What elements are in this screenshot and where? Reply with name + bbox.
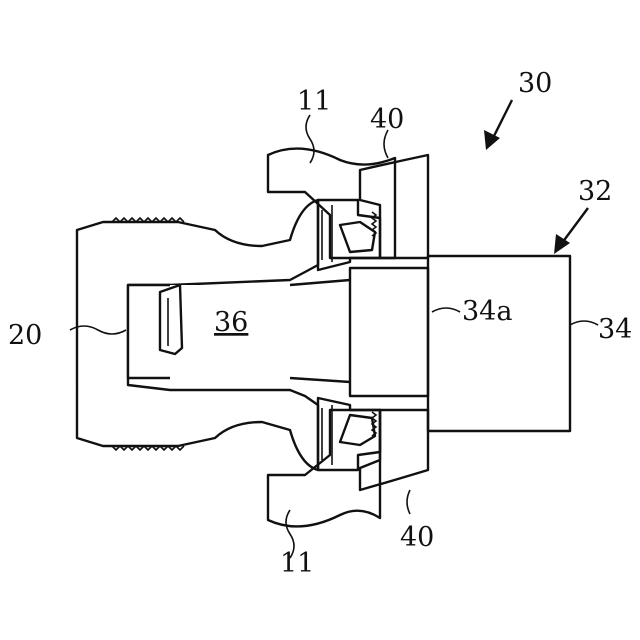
inner-ring-upper bbox=[318, 200, 380, 270]
label-34a: 34a bbox=[462, 296, 512, 327]
label-11-bottom: 11 bbox=[280, 548, 314, 579]
label-30: 30 bbox=[518, 68, 552, 99]
label-36: 36 bbox=[214, 307, 248, 338]
label-40-top: 40 bbox=[370, 104, 404, 135]
label-40-bottom: 40 bbox=[400, 522, 434, 553]
label-20: 20 bbox=[8, 320, 42, 351]
label-34: 34 bbox=[598, 314, 632, 345]
sensor-face-34a bbox=[350, 268, 428, 396]
label-32: 32 bbox=[578, 176, 612, 207]
label-11-top: 11 bbox=[297, 86, 331, 117]
sensor-body-34 bbox=[428, 256, 570, 431]
seal-ring-40-lower bbox=[360, 410, 428, 490]
arrow-32 bbox=[554, 208, 588, 254]
arrow-30 bbox=[484, 100, 512, 150]
inner-ring-lower bbox=[318, 398, 380, 470]
